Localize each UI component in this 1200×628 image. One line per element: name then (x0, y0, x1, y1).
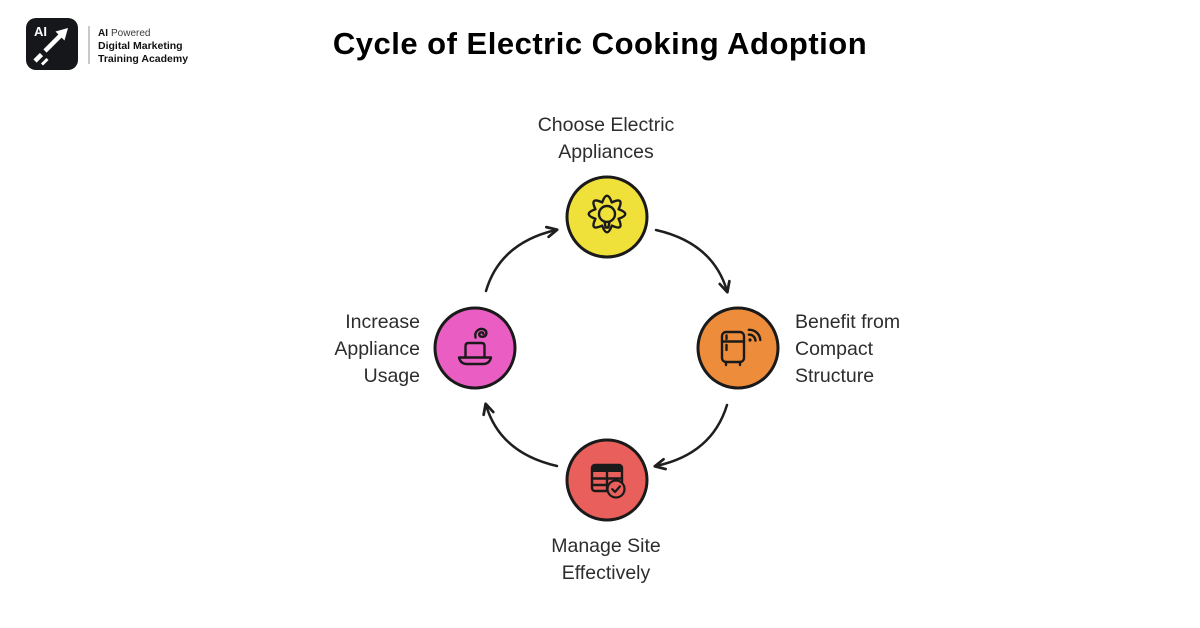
node-circle (696, 306, 780, 390)
arrow-right-to-bottom (653, 403, 729, 471)
brand-line-training-academy: Training Academy (98, 53, 189, 65)
node-choose-electric-appliances (565, 175, 649, 259)
brand-logo: AI (26, 18, 78, 70)
node-circle (433, 306, 517, 390)
node-manage-site-effectively (565, 438, 649, 522)
page-title: Cycle of Electric Cooking Adoption (332, 26, 868, 61)
arrow-left-to-top (484, 225, 559, 293)
brand-divider (88, 26, 90, 64)
cycle-arrows (482, 225, 731, 471)
label-benefit-compact-structure: Benefit from Compact Structure (795, 311, 901, 387)
node-increase-appliance-usage (433, 306, 517, 390)
node-circle (565, 175, 649, 259)
label-manage-site-effectively: Manage Site Effectively (551, 535, 661, 584)
label-choose-electric-appliances: Choose Electric Appliances (537, 114, 675, 163)
label-increase-appliance-usage: Increase Appliance Usage (334, 311, 420, 387)
warming-tray-steam-icon (457, 327, 493, 366)
table-checklist-icon (590, 463, 626, 499)
smart-fridge-wifi-icon (720, 328, 762, 367)
logo-ai-text: AI (34, 24, 47, 39)
gear-lightbulb-icon (587, 194, 627, 234)
arrow-bottom-to-left (482, 402, 559, 468)
brand-line-digital-marketing: Digital Marketing (98, 40, 183, 52)
check-circle (606, 479, 626, 499)
ai-arrow-logo-icon: AI (33, 24, 68, 66)
node-benefit-compact-structure (696, 306, 780, 390)
arrow-top-to-right (654, 228, 731, 294)
